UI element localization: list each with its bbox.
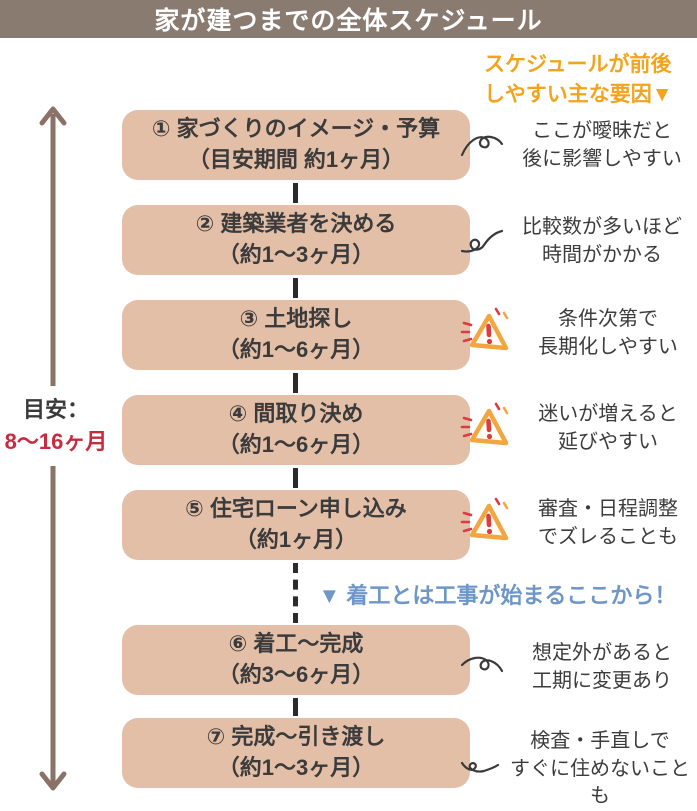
step-title: ⑥ 着工〜完成 (228, 631, 364, 657)
step-box-7: ⑦ 完成〜引き渡し （約1〜3ヶ月） (122, 718, 470, 788)
note-text: 想定外があると 工期に変更あり (532, 642, 672, 692)
step-note-7: 検査・手直しで すぐに住めないことも (460, 728, 697, 811)
step-box-3: ③ 土地探し （約1〜6ヶ月） (122, 300, 470, 370)
squiggle-icon (460, 656, 504, 672)
construction-start-callout: ▼ 着工とは工事が始まるここから！ (318, 583, 677, 608)
page-title: 家が建つまでの全体スケジュール (154, 7, 543, 35)
total-duration-caption: 目安： (22, 397, 89, 422)
step-duration: （約1〜3ヶ月） (217, 755, 375, 780)
note-text: 条件次第で 長期化しやすい (538, 308, 678, 358)
note-text: 比較数が多いほど 時間がかかる (522, 216, 682, 266)
note-text: 迷いが増えると 延びやすい (538, 403, 678, 453)
warning-icon (460, 307, 509, 351)
schedule-factors-note: スケジュールが前後 しやすい主な要因▼ (484, 50, 694, 110)
step-connector (293, 698, 298, 716)
step-note-1: ここが曖昧だと 後に影響しやすい (460, 118, 697, 173)
squiggle-icon (460, 762, 500, 773)
squiggle-icon (460, 229, 504, 253)
step-connector (293, 183, 298, 203)
note-text: 検査・手直しで すぐに住めないことも (510, 730, 690, 808)
schedule-factors-note-line1: スケジュールが前後 (484, 53, 672, 76)
step-duration: （約1ヶ月） (234, 527, 358, 552)
schedule-factors-note-line2: しやすい主な要因▼ (484, 82, 673, 106)
total-duration-value: 8〜16ヶ月 (4, 428, 108, 454)
step-note-2: 比較数が多いほど 時間がかかる (460, 214, 697, 269)
step-note-5: 審査・日程調整 でズレることも (460, 496, 697, 552)
step-duration: （約1〜6ヶ月） (217, 432, 375, 457)
step-box-5: ⑤ 住宅ローン申し込み （約1ヶ月） (122, 490, 470, 560)
step-title: ③ 土地探し (239, 306, 353, 332)
step-title: ④ 間取り決め (228, 401, 364, 427)
step-note-3: 条件次第で 長期化しやすい (460, 306, 697, 362)
step-connector (293, 278, 298, 298)
step-box-1: ① 家づくりのイメージ・予算 （目安期間 約1ヶ月） (122, 110, 470, 180)
note-text: ここが曖昧だと 後に影響しやすい (522, 120, 682, 170)
step-connector (293, 563, 298, 623)
step-note-4: 迷いが増えると 延びやすい (460, 401, 697, 457)
step-title: ① 家づくりのイメージ・予算 (151, 116, 441, 142)
step-connector (293, 468, 298, 488)
step-duration: （約3〜6ヶ月） (217, 662, 375, 687)
title-bar: 家が建つまでの全体スケジュール (0, 0, 697, 38)
step-duration: （約1〜6ヶ月） (217, 337, 375, 362)
squiggle-icon (460, 135, 504, 156)
warning-icon (460, 497, 509, 541)
warning-icon (460, 402, 509, 446)
step-duration: （約1〜3ヶ月） (217, 242, 375, 267)
step-box-2: ② 建築業者を決める （約1〜3ヶ月） (122, 205, 470, 275)
step-title: ⑦ 完成〜引き渡し (206, 724, 386, 750)
total-duration-label: 目安： 8〜16ヶ月 (0, 386, 112, 466)
step-box-4: ④ 間取り決め （約1〜6ヶ月） (122, 395, 470, 465)
step-connector (293, 373, 298, 393)
step-title: ② 建築業者を決める (195, 211, 397, 237)
step-title: ⑤ 住宅ローン申し込み (185, 496, 407, 522)
step-note-6: 想定外があると 工期に変更あり (460, 640, 697, 695)
note-text: 審査・日程調整 でズレることも (538, 498, 678, 548)
step-duration: （目安期間 約1ヶ月） (187, 147, 405, 172)
step-box-6: ⑥ 着工〜完成 （約3〜6ヶ月） (122, 625, 470, 695)
